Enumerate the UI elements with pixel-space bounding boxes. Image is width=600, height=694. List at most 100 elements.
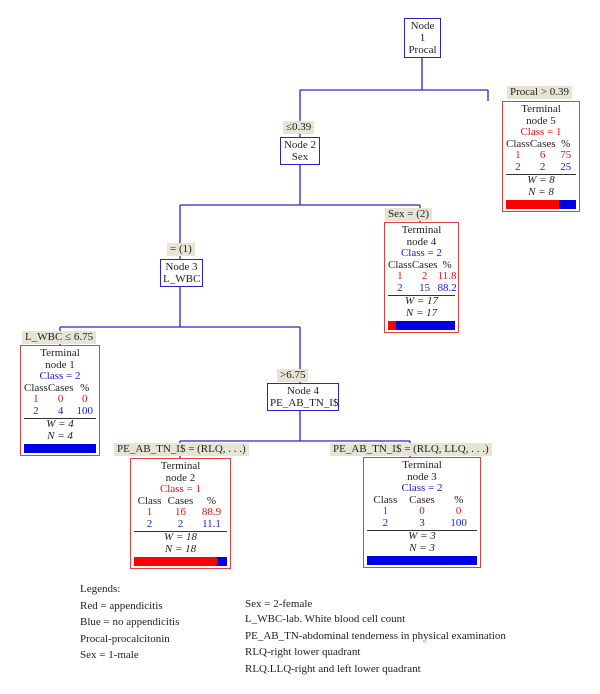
cell: 75 bbox=[560, 149, 572, 161]
legend-item: PE_AB_TN-abdominal tenderness in physica… bbox=[245, 629, 506, 642]
count: N = 8 bbox=[528, 185, 554, 198]
node-title: Node 3 bbox=[165, 261, 198, 273]
cell: 11.1 bbox=[202, 517, 221, 530]
header-pct: % bbox=[80, 381, 90, 394]
legend-item: L_WBC-lab. White blood cell count bbox=[245, 613, 406, 625]
terminal-title: Terminal bbox=[401, 224, 442, 236]
edge-n2 bbox=[179, 163, 421, 259]
cell: 100 bbox=[450, 516, 467, 529]
terminal-number: node 3 bbox=[407, 470, 437, 483]
split-label: ≤0.39 bbox=[283, 121, 315, 134]
terminal-class: Class = 1 bbox=[159, 483, 202, 495]
cell: 2 bbox=[421, 270, 428, 282]
edge-n3 bbox=[59, 287, 301, 383]
terminal-title: Terminal bbox=[40, 347, 80, 359]
terminal-class: Class = 2 bbox=[400, 247, 443, 259]
terminal-title: Terminal bbox=[160, 460, 201, 472]
bar-red bbox=[388, 321, 396, 330]
legend-item: Blue = no appendicitis bbox=[80, 616, 180, 628]
node-variable: L_WBC bbox=[163, 273, 201, 285]
bar-red bbox=[134, 557, 217, 566]
cell: 2 bbox=[177, 517, 184, 530]
weight: W = 8 bbox=[527, 174, 555, 186]
cell: 88.9 bbox=[201, 506, 222, 518]
header-pct: % bbox=[454, 493, 464, 506]
legend-title: Legends: bbox=[80, 583, 121, 595]
class-proportion-bar bbox=[134, 557, 227, 566]
node-variable: PE_AB_TN_I$ bbox=[270, 397, 339, 409]
node-title: Node 1 bbox=[410, 20, 435, 44]
class-proportion-bar bbox=[506, 200, 576, 209]
header-cases: Cases bbox=[529, 137, 556, 150]
node-title: Node 4 bbox=[286, 385, 320, 397]
node-variable: Sex bbox=[291, 151, 309, 163]
terminal-class: Class = 1 bbox=[520, 126, 562, 138]
node-variable: Procal bbox=[408, 44, 437, 56]
count: N = 17 bbox=[405, 306, 438, 319]
cell: 16 bbox=[175, 506, 186, 518]
cell: 2 bbox=[539, 160, 546, 173]
header-cases: Cases bbox=[409, 493, 435, 506]
terminal-title: Terminal bbox=[521, 103, 561, 115]
node-title: Node 2 bbox=[283, 139, 317, 151]
split-label: Procal > 0.39 bbox=[507, 86, 573, 99]
count: N = 4 bbox=[47, 429, 73, 442]
split-label: L_WBC ≤ 6.75 bbox=[22, 331, 97, 344]
header-class: Class bbox=[506, 137, 530, 150]
bar-blue bbox=[558, 200, 576, 209]
cell: 2 bbox=[382, 516, 389, 529]
cell: 1 bbox=[382, 505, 389, 517]
cell: 25 bbox=[560, 160, 572, 173]
count: N = 18 bbox=[164, 542, 197, 555]
cell: 2 bbox=[33, 404, 39, 417]
header-class: Class bbox=[24, 381, 48, 394]
cell: 0 bbox=[455, 505, 462, 517]
cell: 2 bbox=[146, 517, 153, 530]
terminal-number: node 5 bbox=[526, 114, 556, 127]
class-proportion-bar bbox=[367, 556, 477, 565]
bar-blue bbox=[24, 444, 96, 453]
cell: 1 bbox=[33, 393, 39, 405]
bar-blue bbox=[216, 557, 227, 566]
cell: 15 bbox=[419, 281, 431, 294]
header-cases: Cases bbox=[47, 381, 74, 394]
legend-item: Procal-procalcitonin bbox=[80, 632, 170, 645]
header-cases: Cases bbox=[167, 494, 194, 507]
header-pct: % bbox=[206, 494, 217, 507]
header-class: Class bbox=[137, 494, 162, 507]
divider bbox=[134, 531, 227, 532]
divider bbox=[506, 174, 576, 175]
split-label: PE_AB_TN_I$ = (RLQ, LLQ, . . .) bbox=[330, 443, 492, 456]
count: N = 3 bbox=[409, 541, 435, 554]
cell: 6 bbox=[539, 149, 546, 161]
cell: 3 bbox=[419, 516, 425, 529]
legend-item: Red = appendicitis bbox=[80, 599, 163, 612]
cell: 11.8 bbox=[437, 270, 457, 282]
edge-n4 bbox=[179, 408, 411, 458]
cell: 88.2 bbox=[437, 281, 457, 294]
divider bbox=[24, 418, 96, 419]
cell: 0 bbox=[57, 393, 64, 405]
weight: W = 17 bbox=[404, 295, 439, 307]
divider bbox=[388, 295, 455, 296]
cell: 2 bbox=[515, 160, 521, 173]
edge-n1 bbox=[299, 47, 489, 137]
bar-blue bbox=[395, 321, 455, 330]
cell: 4 bbox=[57, 404, 64, 417]
terminal-number: node 2 bbox=[165, 471, 196, 484]
split-label: PE_AB_TN_I$ = (RLQ, . . .) bbox=[114, 443, 249, 456]
